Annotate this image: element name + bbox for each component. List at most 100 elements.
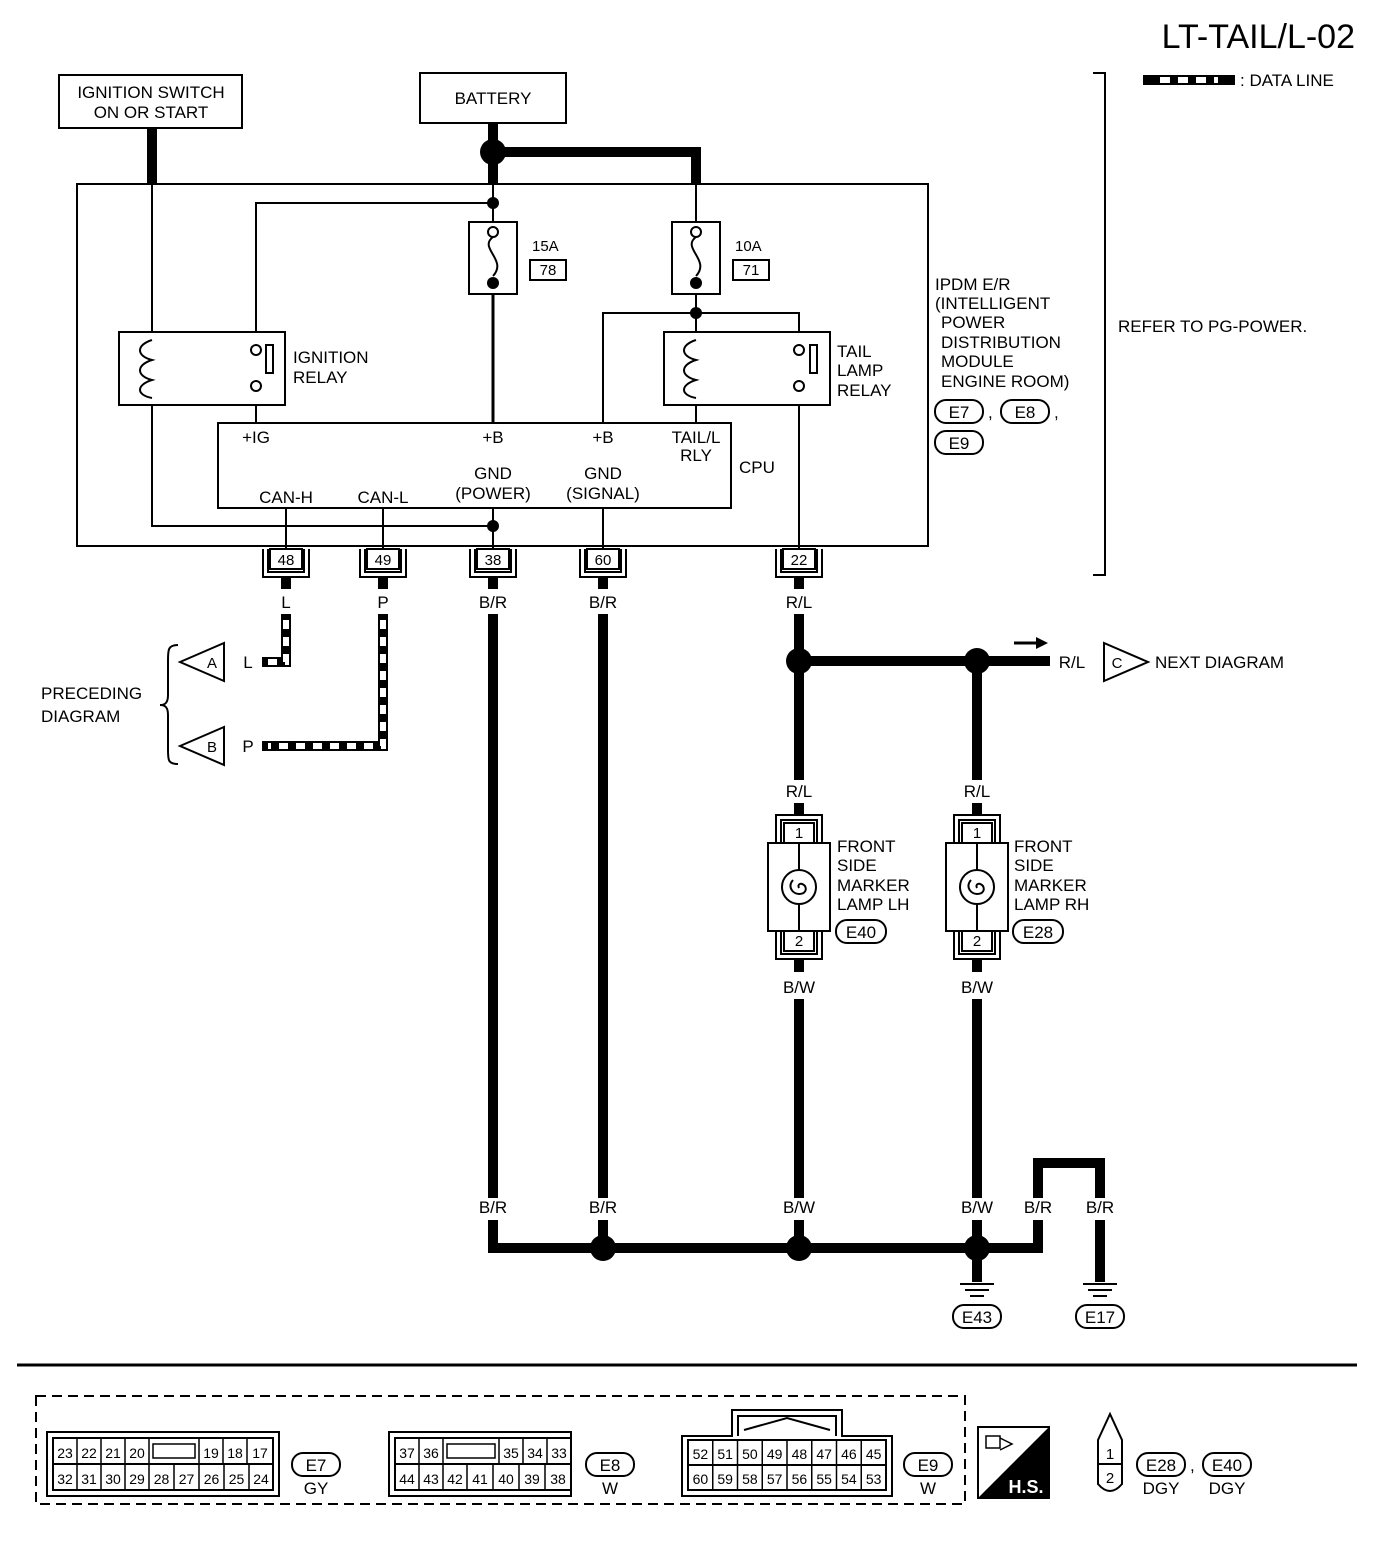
wire-color-lh-in: R/L	[786, 782, 812, 801]
e7-pin-bottom-8: 24	[253, 1471, 269, 1487]
ground-e43-label: E43	[962, 1308, 992, 1327]
terminal-48: 48	[262, 548, 310, 578]
preceding-line2: DIAGRAM	[41, 707, 120, 726]
e8-pin-bottom-2: 42	[447, 1471, 463, 1487]
e9-pin-top-5: 47	[816, 1446, 832, 1462]
lamp-lh-pin2: 2	[795, 933, 803, 950]
flag-b	[177, 725, 225, 767]
fuse-10a-number: 71	[743, 262, 760, 279]
e8-pin-top-4: 34	[527, 1445, 543, 1461]
lamp-rh-pin2: 2	[973, 933, 981, 950]
tail-lamp-relay-line1: TAIL	[837, 342, 872, 361]
ignition-relay-line2: RELAY	[293, 368, 348, 387]
lamp-rh-line2: SIDE	[1014, 856, 1054, 875]
e7-latch	[152, 1443, 196, 1459]
terminal-49: 49	[359, 548, 407, 578]
e7-pin-top-6: 18	[227, 1445, 243, 1461]
ignition-relay	[118, 331, 286, 406]
e7-pin-top-7: 17	[252, 1445, 268, 1461]
ipdm-line1: IPDM E/R	[935, 275, 1011, 294]
ipdm-connector-e9: E9	[949, 434, 970, 453]
connector-e7-id: E7	[306, 1456, 327, 1475]
tail-lamp-relay	[663, 331, 831, 406]
e7-pin-bottom-1: 31	[81, 1471, 97, 1487]
lamp-view-pin1: 1	[1106, 1446, 1114, 1463]
refer-note: REFER TO PG-POWER.	[1118, 317, 1307, 336]
flag-b-label: B	[207, 739, 217, 756]
cpu-pin-gnd-power-1: GND	[474, 464, 512, 483]
terminal-60-label: 60	[595, 552, 612, 569]
e8-pin-bottom-5: 39	[524, 1471, 540, 1487]
connector-e7-color: GY	[304, 1479, 329, 1498]
ipdm-er-box	[76, 183, 929, 547]
e7-pin-bottom-2: 30	[105, 1471, 121, 1487]
direction-arrow	[1014, 637, 1048, 649]
lamp-view-pin2: 2	[1106, 1470, 1114, 1487]
e7-pin-bottom-6: 26	[204, 1471, 220, 1487]
terminal-22: 22	[775, 548, 823, 578]
e8-pin-bottom-4: 40	[498, 1471, 514, 1487]
e7-pin-top-1: 22	[81, 1445, 97, 1461]
cpu-pin-tail-2: RLY	[680, 446, 712, 465]
svg-text:,: ,	[988, 403, 993, 422]
lamp-lh-line1: FRONT	[837, 837, 896, 856]
e8-pin-bottom-0: 44	[399, 1471, 415, 1487]
connector-e9-id: E9	[918, 1456, 939, 1475]
cpu-pin-can-l: CAN-L	[357, 488, 408, 507]
preceding-line1: PRECEDING	[41, 684, 142, 703]
e7-pin-top-0: 23	[57, 1445, 73, 1461]
fuse-10a-rating: 10A	[735, 238, 762, 255]
ground-symbol-e17: E17	[1075, 1283, 1125, 1329]
lamp-rh-pin1: 1	[973, 825, 981, 842]
ipdm-line5: MODULE	[941, 352, 1014, 371]
lamp-lh-line3: MARKER	[837, 876, 910, 895]
cpu-pin-b2: +B	[592, 428, 613, 447]
e8-pin-top-3: 35	[503, 1445, 519, 1461]
e8-latch	[446, 1443, 496, 1459]
fuse-15a: 15A 78	[468, 221, 567, 295]
legend-label: : DATA LINE	[1240, 71, 1334, 90]
terminal-22-label: 22	[791, 552, 808, 569]
lamp-view-id-e28: E28	[1146, 1456, 1176, 1475]
ignition-switch-line1: IGNITION SWITCH	[77, 83, 224, 102]
wire-color-g4: B/W	[961, 1198, 993, 1217]
terminal-60: 60	[579, 548, 627, 578]
lamp-rh-line1: FRONT	[1014, 837, 1073, 856]
next-diagram-label: NEXT DIAGRAM	[1155, 653, 1284, 672]
ground-e17-label: E17	[1085, 1308, 1115, 1327]
wire-color-lh-out: B/W	[783, 978, 815, 997]
ipdm-line2: (INTELLIGENT	[935, 294, 1050, 313]
e8-pin-top-5: 33	[551, 1445, 567, 1461]
e8-pin-top-1: 36	[423, 1445, 439, 1461]
e8-pin-top-0: 37	[399, 1445, 415, 1461]
flag-a-label: A	[207, 655, 217, 672]
e9-pin-bottom-6: 54	[841, 1471, 857, 1487]
e7-pin-top-5: 19	[203, 1445, 219, 1461]
e9-pin-bottom-4: 56	[792, 1471, 808, 1487]
battery-label: BATTERY	[455, 89, 532, 108]
wire-color-rh-in: R/L	[964, 782, 990, 801]
ipdm-connector-e7: E7	[949, 403, 970, 422]
e9-pin-bottom-2: 58	[742, 1471, 758, 1487]
connector-views-frame	[35, 1395, 966, 1505]
e8-pin-bottom-6: 38	[550, 1471, 566, 1487]
flag-c-label: C	[1112, 655, 1123, 672]
e9-pin-top-6: 46	[841, 1446, 857, 1462]
lamp-lh-line4: LAMP LH	[837, 895, 909, 914]
e9-pin-top-4: 48	[792, 1446, 808, 1462]
e8-pin-bottom-3: 41	[472, 1471, 488, 1487]
e7-pin-bottom-4: 28	[154, 1471, 170, 1487]
wire-color-g3: B/W	[783, 1198, 815, 1217]
e9-pin-top-0: 52	[693, 1446, 709, 1462]
e7-pin-bottom-3: 29	[129, 1471, 145, 1487]
flag-a	[177, 641, 225, 683]
flag-c	[1103, 641, 1151, 683]
e9-pin-top-7: 45	[866, 1446, 882, 1462]
wire-color-g5: B/R	[1024, 1198, 1052, 1217]
e9-pin-top-1: 51	[717, 1446, 733, 1462]
terminal-38: 38	[469, 548, 517, 578]
wire-color-22: R/L	[786, 593, 812, 612]
data-line-legend: : DATA LINE	[1143, 71, 1334, 90]
fuse-10a: 10A 71	[671, 221, 770, 295]
